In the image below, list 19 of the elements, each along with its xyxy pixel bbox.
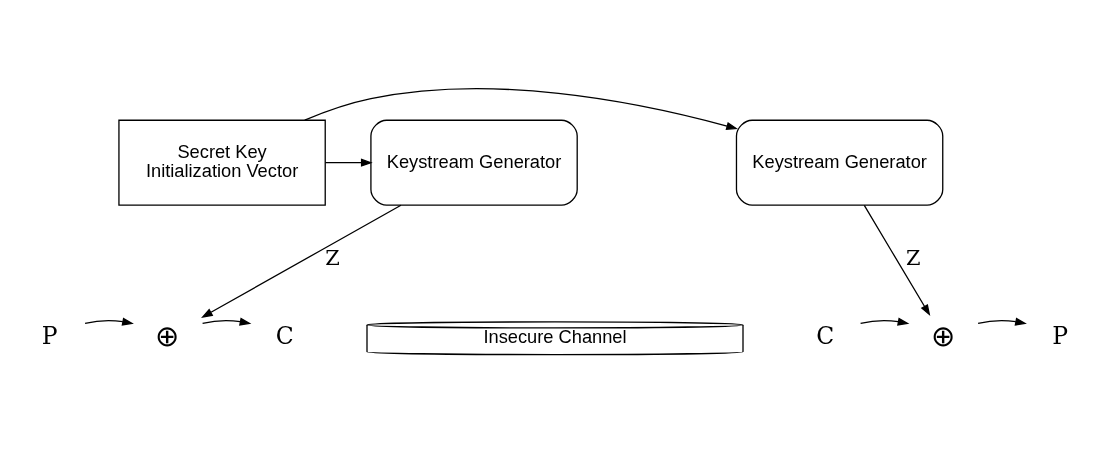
arrow bbox=[977, 317, 1027, 326]
arrow bbox=[304, 88, 738, 130]
node-text: ⊕ bbox=[930, 319, 955, 352]
node-text: P bbox=[41, 322, 58, 351]
arrow bbox=[84, 317, 134, 326]
arrow bbox=[324, 158, 373, 167]
node-text: C bbox=[275, 322, 294, 351]
node-text: C bbox=[816, 322, 835, 351]
node-box: Keystream Generator bbox=[735, 119, 944, 206]
node-text: ⊕ bbox=[155, 319, 180, 352]
arrow bbox=[201, 317, 252, 326]
node-box: Keystream Generator bbox=[370, 119, 578, 206]
arrow bbox=[859, 317, 910, 326]
edge-label: Z bbox=[906, 245, 921, 270]
arrow bbox=[863, 204, 931, 317]
arrow bbox=[201, 204, 402, 318]
node-box: Secret Key Initialization Vector bbox=[118, 119, 326, 206]
edge-label: Z bbox=[325, 245, 340, 270]
node-text: P bbox=[1052, 322, 1069, 351]
